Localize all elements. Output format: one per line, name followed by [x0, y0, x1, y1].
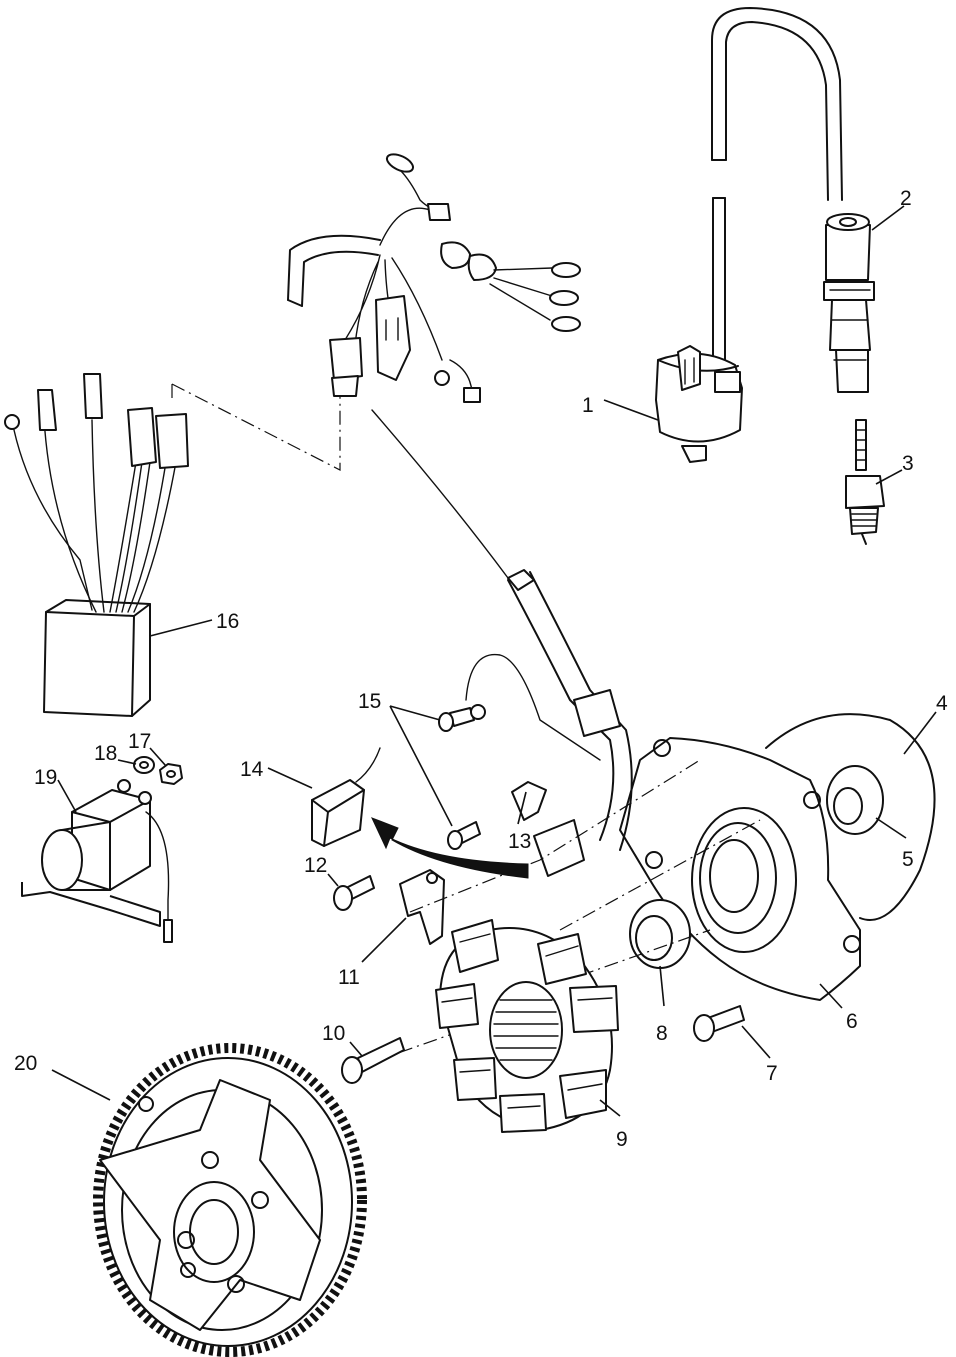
screw	[341, 1037, 405, 1084]
callout-9: 9	[616, 1128, 628, 1151]
bolt	[693, 1005, 745, 1042]
callout-5: 5	[902, 848, 914, 871]
oil-seal	[826, 765, 884, 835]
callout-15: 15	[358, 690, 381, 713]
callout-7: 7	[766, 1062, 778, 1085]
callout-11: 11	[338, 966, 360, 989]
callout-17: 17	[128, 730, 151, 753]
callout-1: 1	[582, 394, 594, 417]
starter-solenoid	[21, 779, 173, 943]
ground-wire	[465, 653, 601, 761]
callout-4: 4	[936, 692, 948, 715]
callout-20: 20	[14, 1052, 37, 1075]
washer	[133, 756, 155, 774]
stator-wire-bundle	[371, 409, 633, 877]
bearing-seal	[629, 899, 691, 969]
ignition-coil	[655, 345, 743, 463]
assembly-arrow	[371, 817, 529, 879]
callout-3: 3	[902, 452, 914, 475]
callout-14: 14	[240, 758, 264, 781]
wire-clamp	[511, 781, 547, 821]
screw	[333, 875, 375, 911]
callout-13: 13	[508, 830, 531, 853]
stator-plate	[619, 737, 861, 1001]
stator	[435, 919, 619, 1133]
nut	[159, 763, 183, 785]
screw	[447, 821, 481, 850]
pulser-coil	[311, 747, 381, 847]
callout-19: 19	[34, 766, 57, 789]
ht-lead	[711, 7, 843, 373]
assembly-line	[349, 759, 761, 1071]
flywheel	[93, 1043, 367, 1357]
leader-lines	[51, 205, 937, 1117]
callout-6: 6	[846, 1010, 858, 1033]
o-ring	[765, 713, 936, 921]
cdi-box	[4, 373, 189, 717]
callout-2: 2	[900, 187, 912, 210]
callout-16: 16	[216, 610, 239, 633]
spark-plug-cap	[823, 213, 875, 393]
callout-18: 18	[94, 742, 117, 765]
callout-labels: 1 2 3 4 5 6 7 8 9 10 11 12 13 14 15 16 1…	[14, 187, 948, 1151]
callout-10: 10	[322, 1022, 345, 1045]
wiring-harness	[287, 153, 581, 403]
callout-8: 8	[656, 1022, 668, 1045]
cdi-connector-line	[171, 383, 341, 471]
spark-plug	[845, 419, 885, 545]
screw	[438, 707, 475, 732]
callout-12: 12	[304, 854, 327, 877]
